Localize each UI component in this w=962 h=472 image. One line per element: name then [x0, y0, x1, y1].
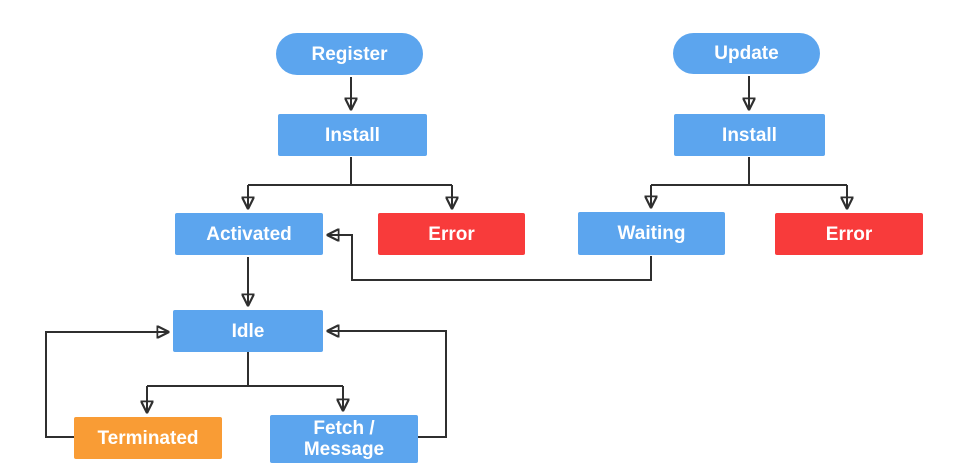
node-register: Register	[276, 33, 423, 75]
node-update: Update	[673, 33, 820, 74]
node-error-left: Error	[378, 213, 525, 255]
node-activated: Activated	[175, 213, 323, 255]
connector-waiting-activated	[328, 235, 652, 281]
connector-install-left-tee	[248, 157, 452, 186]
node-idle: Idle	[173, 310, 323, 352]
connector-fetch-message-idle-loop	[328, 331, 447, 438]
node-install-left: Install	[278, 114, 427, 156]
connector-terminated-idle-loop	[45, 332, 168, 438]
connector-install-right-tee	[651, 157, 847, 186]
node-fetch-message: Fetch / Message	[270, 415, 418, 463]
node-install-right: Install	[674, 114, 825, 156]
connector-idle-tee	[147, 352, 343, 387]
node-error-right: Error	[775, 213, 923, 255]
node-waiting: Waiting	[578, 212, 725, 255]
node-terminated: Terminated	[74, 417, 222, 459]
